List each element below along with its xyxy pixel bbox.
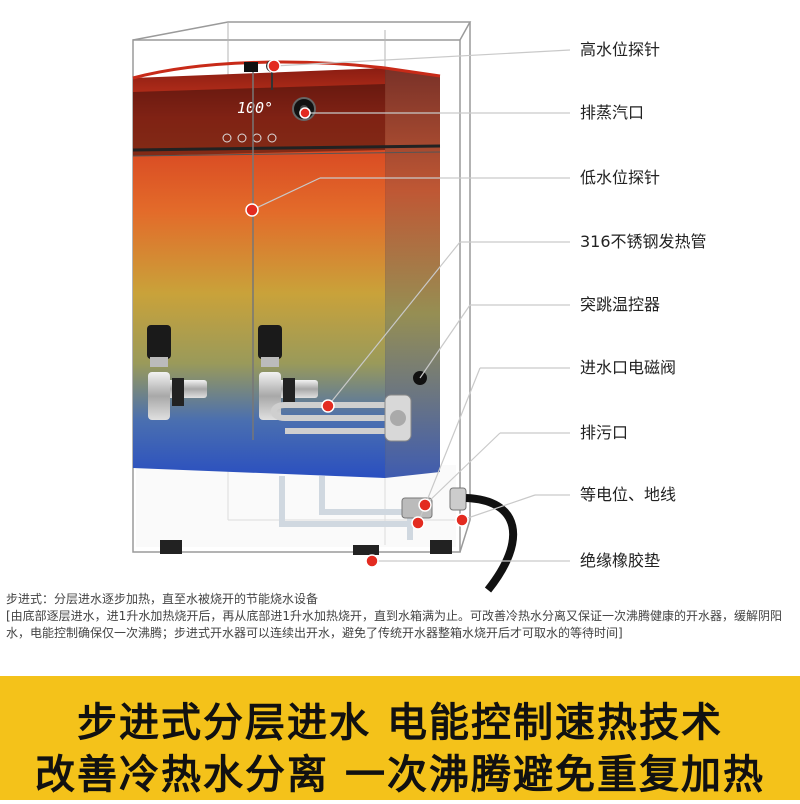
callout-ground-wire: 等电位、地线 (580, 485, 677, 504)
dot-ground-wire (455, 513, 469, 527)
callout-steam-vent: 排蒸汽口 (580, 103, 645, 122)
dot-steam-vent (299, 107, 311, 119)
callout-heating-tube: 316不锈钢发热管 (580, 232, 707, 251)
callout-rubber-pad: 绝缘橡胶垫 (580, 551, 661, 570)
faucet-right (258, 325, 318, 420)
callout-lines (251, 49, 571, 562)
description-title: 步进式：分层进水逐步加热，直至水被烧开的节能烧水设备 (6, 592, 319, 606)
callout-dots (245, 59, 469, 568)
callout-high-level-probe: 高水位探针 (580, 40, 661, 59)
callout-drain-outlet: 排污口 (580, 423, 629, 442)
callout-solenoid-valve: 进水口电磁阀 (580, 358, 677, 377)
headline-line-1: 步进式分层进水 电能控制速热技术 (77, 700, 723, 746)
dot-solenoid-valve (411, 516, 425, 530)
dot-heating-tube (321, 399, 335, 413)
temperature-readout: 100° (237, 99, 273, 117)
callout-thermostat: 突跳温控器 (580, 295, 661, 314)
dot-high-level-probe (267, 59, 281, 73)
headline-line-2: 改善冷热水分离 一次沸腾避免重复加热 (35, 752, 765, 798)
water-tank (132, 60, 441, 478)
callout-low-level-probe: 低水位探针 (580, 168, 661, 187)
dot-low-level-probe (245, 203, 259, 217)
temperature-display: 100° (222, 99, 277, 143)
description-body: [由底部逐层进水，进1升水加热烧开后，再从底部进1升水加热烧开，直到水箱满为止。… (6, 609, 782, 640)
ground-cable (465, 494, 517, 593)
dot-rubber-pad (365, 554, 379, 568)
dot-drain-outlet (418, 498, 432, 512)
faucet-left (147, 325, 207, 420)
heating-tube (270, 394, 412, 442)
headline-banner (0, 676, 800, 800)
